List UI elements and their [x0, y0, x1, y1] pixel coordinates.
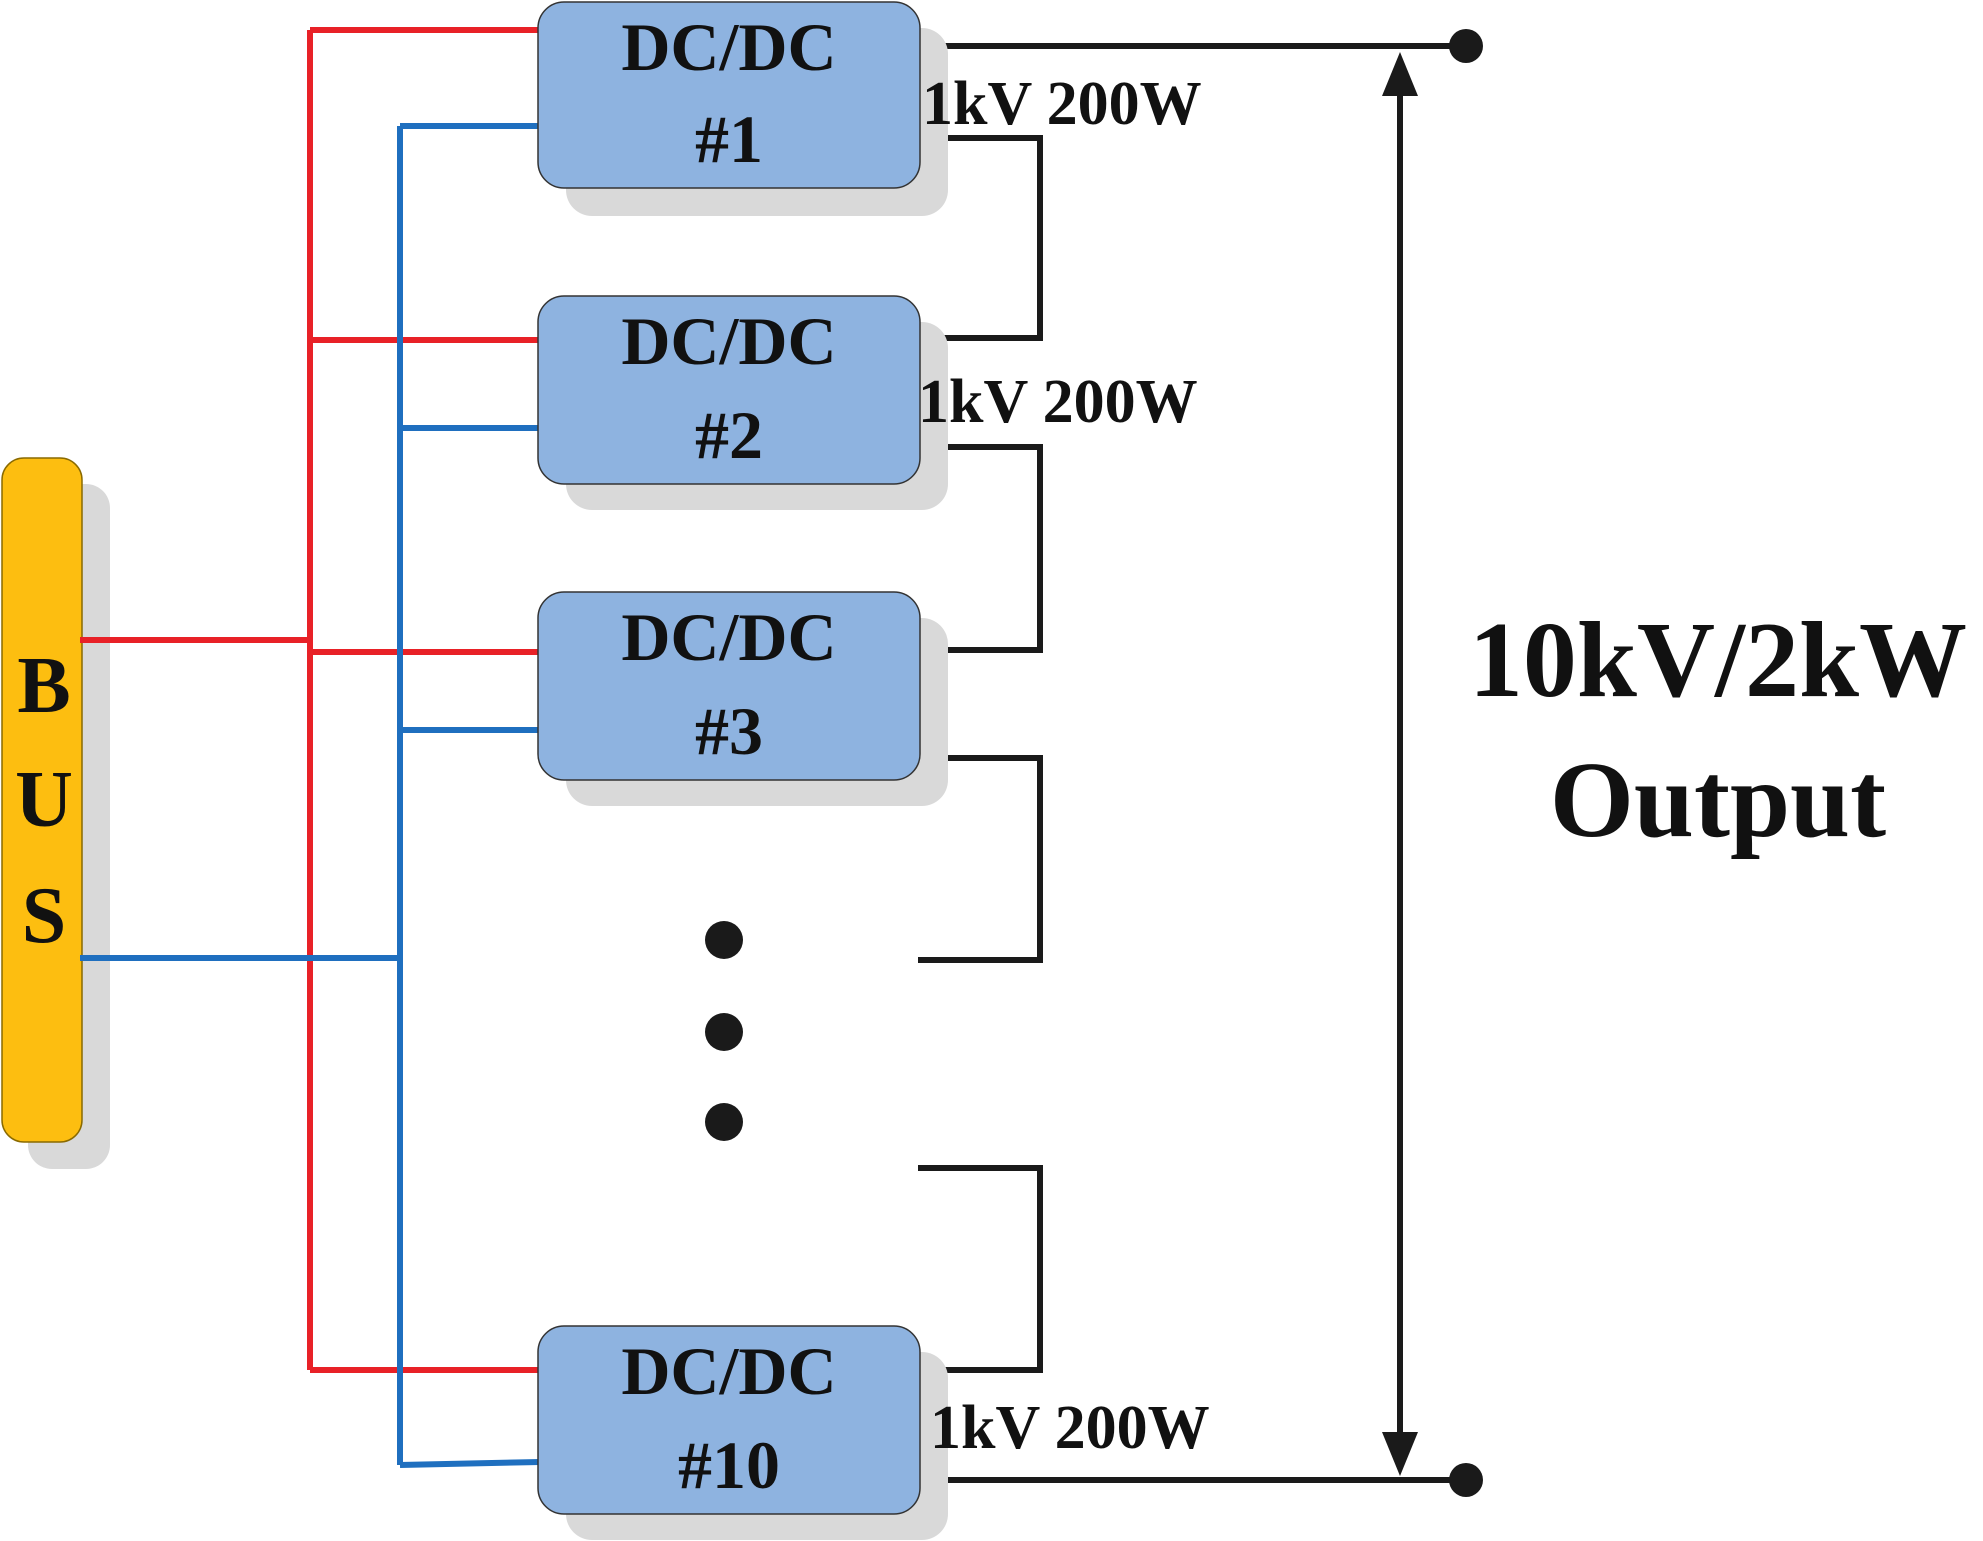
series-wiring	[918, 43, 1465, 1483]
bus-bar-body	[1, 457, 83, 1143]
ellipsis-dot	[705, 921, 743, 959]
module-number: #3	[695, 693, 763, 769]
arrow-head-up	[1382, 52, 1418, 96]
output-terminal-top	[1449, 29, 1483, 63]
series-link-3-gap	[918, 755, 1043, 963]
output-rating-label: 10kV/2kW	[1469, 601, 1967, 720]
module-name: DC/DC	[621, 303, 836, 379]
module-box	[537, 1325, 921, 1515]
module-name: DC/DC	[621, 1333, 836, 1409]
output-label: Output	[1550, 741, 1886, 860]
dcdc-module-2: DC/DC #2	[537, 295, 948, 510]
module-box	[537, 1, 921, 189]
module-number: #10	[678, 1427, 780, 1503]
positive-wiring	[80, 27, 540, 1373]
bus-bar: B U S	[1, 457, 110, 1169]
module-name: DC/DC	[621, 9, 836, 85]
module-rating-10: 1kV 200W	[930, 1394, 1210, 1462]
dcdc-module-10: DC/DC #10	[537, 1325, 948, 1540]
module-rating-1: 1kV 200W	[922, 70, 1202, 138]
bus-letter-s: S	[22, 872, 67, 960]
dcdc-module-3: DC/DC #3	[537, 591, 948, 806]
ellipsis-dot	[705, 1013, 743, 1051]
arrow-head-down	[1382, 1432, 1418, 1476]
output-terminal-bottom	[1449, 1463, 1483, 1497]
output-voltage-arrow	[1382, 52, 1418, 1476]
module-number: #1	[695, 101, 763, 177]
module-box	[537, 591, 921, 781]
negative-wiring	[80, 123, 541, 1468]
bus-letter-u: U	[15, 756, 73, 844]
module-number: #2	[695, 397, 763, 473]
series-link-gap-10	[918, 1165, 1043, 1373]
dcdc-module-1: DC/DC #1	[537, 1, 948, 216]
module-rating-2: 1kV 200W	[918, 368, 1198, 436]
module-name: DC/DC	[621, 599, 836, 675]
negative-wire-10	[399, 1459, 541, 1468]
ellipsis-dots	[705, 921, 743, 1141]
series-link-2-3	[918, 444, 1043, 653]
bus-letter-b: B	[17, 642, 70, 730]
ellipsis-dot	[705, 1103, 743, 1141]
module-box	[537, 295, 921, 485]
series-link-1-2	[918, 135, 1043, 341]
